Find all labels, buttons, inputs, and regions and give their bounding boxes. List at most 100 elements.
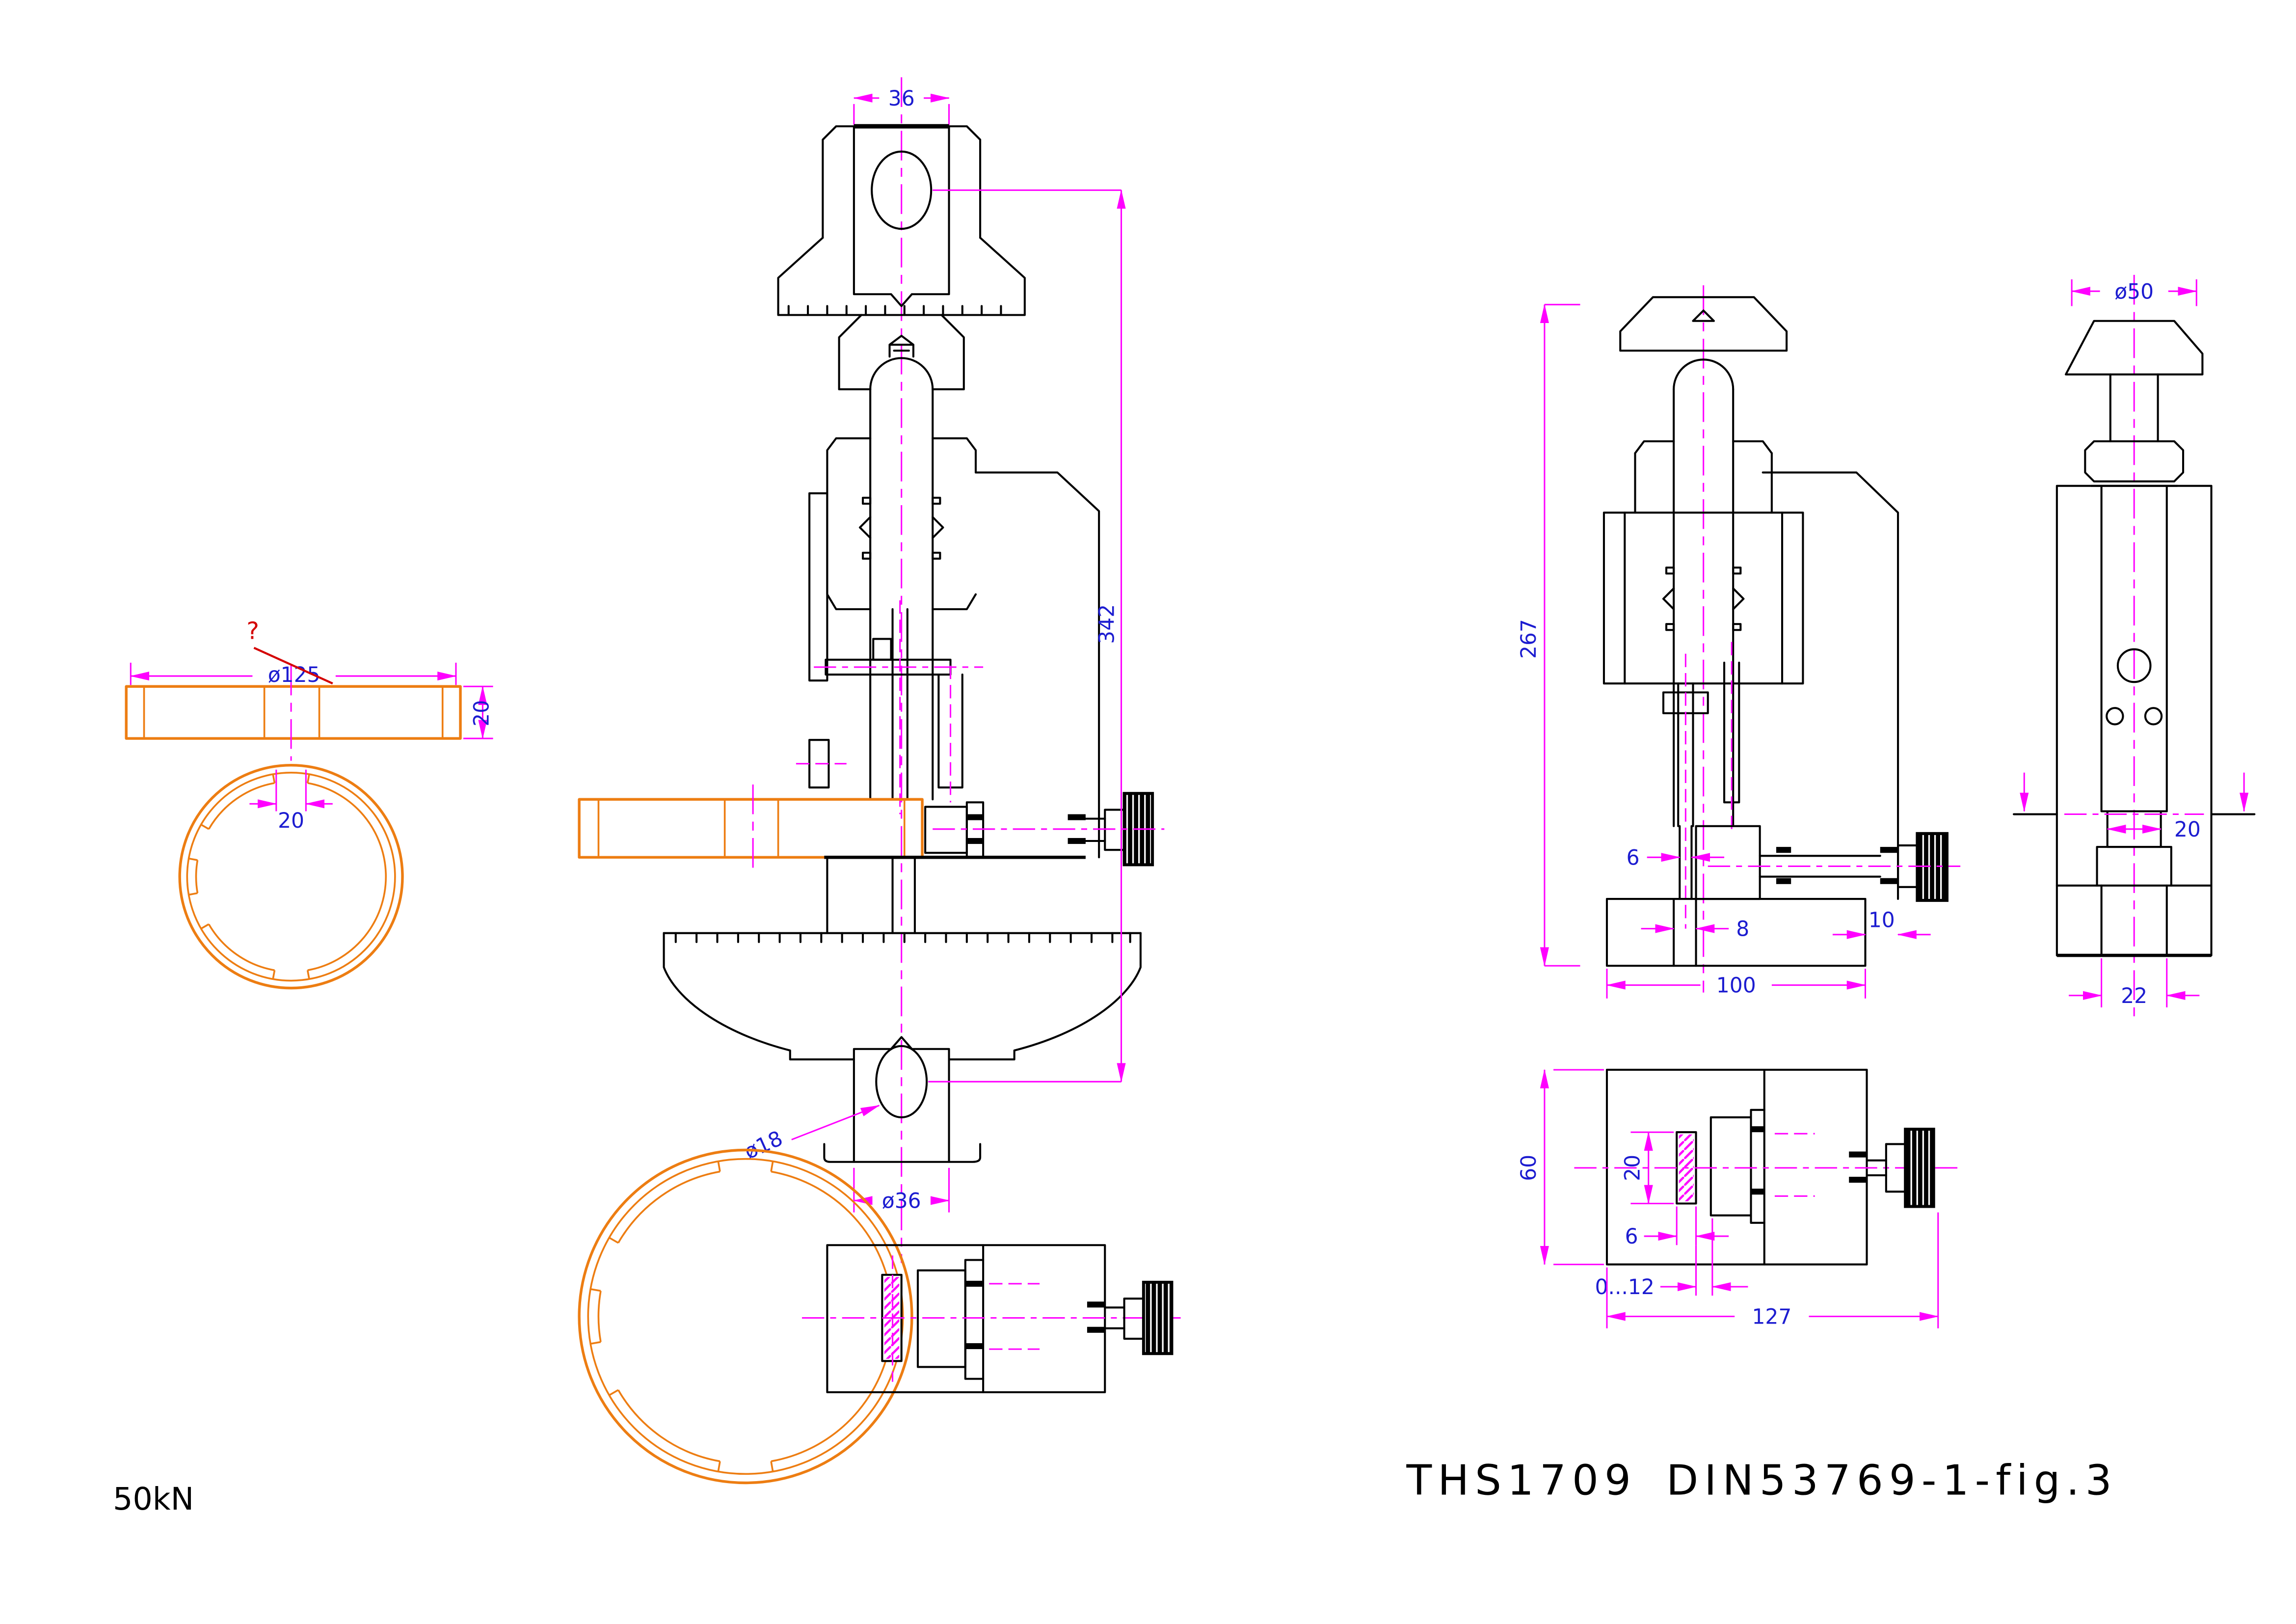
dim-20s-ext bbox=[463, 685, 493, 739]
grip-mark bbox=[1068, 838, 1086, 844]
grip-mark bbox=[966, 814, 984, 820]
ring-section-view: ø125 20 ? bbox=[125, 617, 494, 761]
fixture-side-view: 267 6 8 10 100 bbox=[1517, 285, 1961, 999]
ring2-inner-circle bbox=[587, 1158, 904, 1475]
rod-dome bbox=[869, 357, 934, 390]
plan-jaw-dashes bbox=[1774, 1133, 1815, 1197]
ring2-outer-circle bbox=[578, 1148, 913, 1485]
rear-cap bbox=[2064, 320, 2204, 376]
dim-342-label: 342 bbox=[1095, 604, 1119, 644]
bottom-clevis-feet bbox=[823, 1143, 982, 1163]
dim-d36-label: ø36 bbox=[882, 1189, 921, 1213]
plan-knurled-knob bbox=[1904, 1128, 1935, 1208]
dim-8-label: 8 bbox=[1736, 917, 1749, 941]
grip-mark bbox=[1751, 1189, 1764, 1195]
clamp-right-jaw bbox=[932, 437, 977, 610]
ring2-segment-tabs bbox=[590, 1161, 774, 1472]
rear-hole-small-left bbox=[2106, 707, 2124, 726]
holder-strip bbox=[964, 1259, 985, 1380]
side-cap bbox=[1619, 296, 1788, 352]
clamp-right-ticks bbox=[932, 496, 941, 560]
grip-mark bbox=[1880, 878, 1898, 884]
dim-20s-label: 20 bbox=[470, 700, 494, 727]
clamp-left-plate bbox=[808, 492, 828, 682]
side-body-outline bbox=[1762, 471, 1899, 900]
side-dome bbox=[1673, 358, 1735, 390]
dim-d50-label: ø50 bbox=[2114, 279, 2154, 303]
clamp-left-jaw bbox=[826, 437, 872, 610]
dim-60-ext bbox=[1553, 1069, 1604, 1266]
grip-mark bbox=[1087, 1326, 1105, 1333]
dim-267-ticks bbox=[1544, 303, 1580, 967]
dim-20r-ext bbox=[275, 769, 307, 812]
ring-front-view: 20 bbox=[178, 763, 404, 990]
rod-screw-head bbox=[888, 334, 914, 358]
dim-36-ext bbox=[853, 104, 950, 125]
rear-stem bbox=[2109, 373, 2159, 442]
side-clamp-plates bbox=[1602, 512, 1804, 685]
dim-012-label: 0...12 bbox=[1595, 1275, 1655, 1299]
grip-mark bbox=[1776, 878, 1791, 884]
ring-outer-circle bbox=[178, 763, 404, 990]
grip-mark bbox=[1849, 1177, 1867, 1183]
clamp-left-ticks bbox=[861, 496, 872, 560]
ring-inner-circle bbox=[186, 771, 396, 982]
rear-lower-split bbox=[2056, 884, 2213, 957]
screw-head-front bbox=[872, 638, 892, 661]
top-flange-ticks bbox=[787, 305, 1002, 316]
ring-segment-tabs bbox=[188, 774, 310, 979]
dim-267-label: 267 bbox=[1517, 619, 1541, 659]
query-marker: ? bbox=[246, 617, 259, 645]
title-standard: DIN53769-1-fig.3 bbox=[1666, 1456, 2118, 1505]
side-clamp-upper bbox=[1634, 440, 1773, 514]
rear-hole-small-right bbox=[2144, 707, 2163, 726]
rear-collar bbox=[2084, 440, 2185, 483]
top-flange bbox=[777, 237, 1026, 316]
jaw-dash-lines bbox=[989, 1283, 1040, 1350]
top-pin-hole bbox=[871, 150, 933, 230]
side-screw-tip bbox=[1692, 309, 1715, 322]
fixture-rear-view: ø50 20 22 bbox=[2013, 274, 2256, 1018]
main-body-outline bbox=[974, 471, 1100, 859]
dim-20w-label: 20 bbox=[1621, 1155, 1645, 1181]
ring-tube-side bbox=[578, 798, 924, 859]
side-pillar bbox=[1695, 825, 1761, 900]
rear-hole-large bbox=[2116, 648, 2152, 683]
dim-20r-label: 20 bbox=[278, 809, 304, 833]
fixture-plan-view: 60 20 6 0...12 127 bbox=[1517, 1069, 1964, 1329]
side-clamp-inner bbox=[1624, 512, 1784, 685]
top-clevis-outline bbox=[822, 125, 982, 239]
grip-mark bbox=[1087, 1301, 1105, 1308]
pedestal bbox=[826, 856, 916, 934]
ring-section-hatch-left bbox=[125, 685, 145, 740]
dim-22-label: 22 bbox=[2121, 984, 2147, 1008]
plan-strip bbox=[1750, 1109, 1765, 1224]
bottom-pin-hole bbox=[875, 1045, 928, 1118]
dim-60-label: 60 bbox=[1517, 1155, 1541, 1181]
plan-jaw-block bbox=[1709, 1116, 1752, 1217]
capacity-label: 50kN bbox=[113, 1481, 194, 1517]
main-rod bbox=[869, 388, 934, 801]
title-block: 50kN THS1709 DIN53769-1-fig.3 bbox=[113, 1456, 2118, 1517]
grip-mark bbox=[1068, 814, 1086, 820]
side-rod bbox=[1673, 388, 1735, 827]
holder-bottom-view bbox=[578, 1148, 1181, 1485]
base-flange-ticks bbox=[674, 932, 1131, 943]
ring-section-inner-lines bbox=[263, 686, 320, 739]
dim-6p-ext bbox=[1676, 1206, 1697, 1245]
side-clamp-ticks bbox=[1665, 567, 1742, 631]
side-screws bbox=[1677, 661, 1740, 827]
dim-36-label: 36 bbox=[888, 86, 915, 110]
dim-100-label: 100 bbox=[1716, 974, 1756, 998]
dim-127-label: 127 bbox=[1752, 1305, 1791, 1329]
dim-10-label: 10 bbox=[1869, 908, 1895, 932]
ring-section-outline bbox=[125, 685, 462, 740]
dim-d18-leader bbox=[791, 1105, 880, 1140]
title-part-code: THS1709 bbox=[1406, 1456, 1637, 1505]
dim-20p-label: 20 bbox=[2174, 817, 2201, 841]
dim-6p-label: 6 bbox=[1625, 1224, 1638, 1248]
ring-section-hatch-right bbox=[441, 685, 461, 740]
ring-segment-arcs bbox=[195, 782, 387, 972]
assembly-front-view: 36 bbox=[578, 77, 1165, 1263]
grip-mark bbox=[1776, 847, 1791, 853]
